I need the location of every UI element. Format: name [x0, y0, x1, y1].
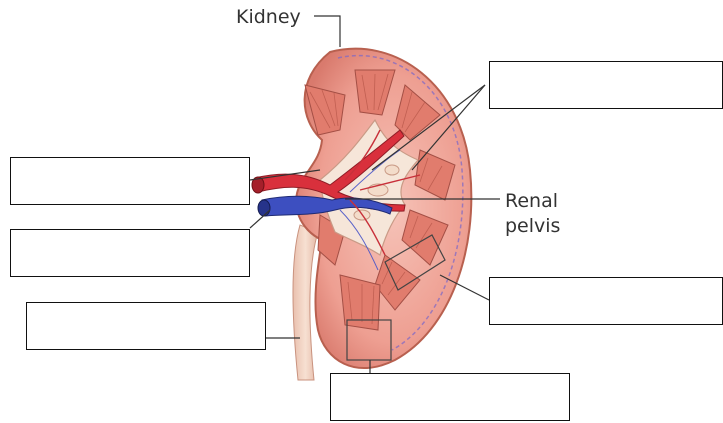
- blank-label-box-artery[interactable]: [10, 157, 250, 205]
- ureter: [293, 225, 318, 380]
- blank-label-box-vein[interactable]: [10, 229, 250, 277]
- blank-label-box-papilla[interactable]: [330, 373, 570, 421]
- kidney-leader: [314, 16, 340, 47]
- renal-pelvis-label-line1: Renal: [505, 190, 558, 212]
- blank-label-box-pyramid[interactable]: [489, 277, 723, 325]
- renal-vein-opening: [258, 200, 270, 216]
- pyramid: [340, 275, 380, 330]
- blank-label-box-top-right[interactable]: [489, 61, 723, 109]
- blank-label-box-ureter[interactable]: [26, 302, 266, 350]
- renal-pelvis-label-line2: pelvis: [505, 215, 560, 237]
- kidney-label: Kidney: [236, 6, 301, 28]
